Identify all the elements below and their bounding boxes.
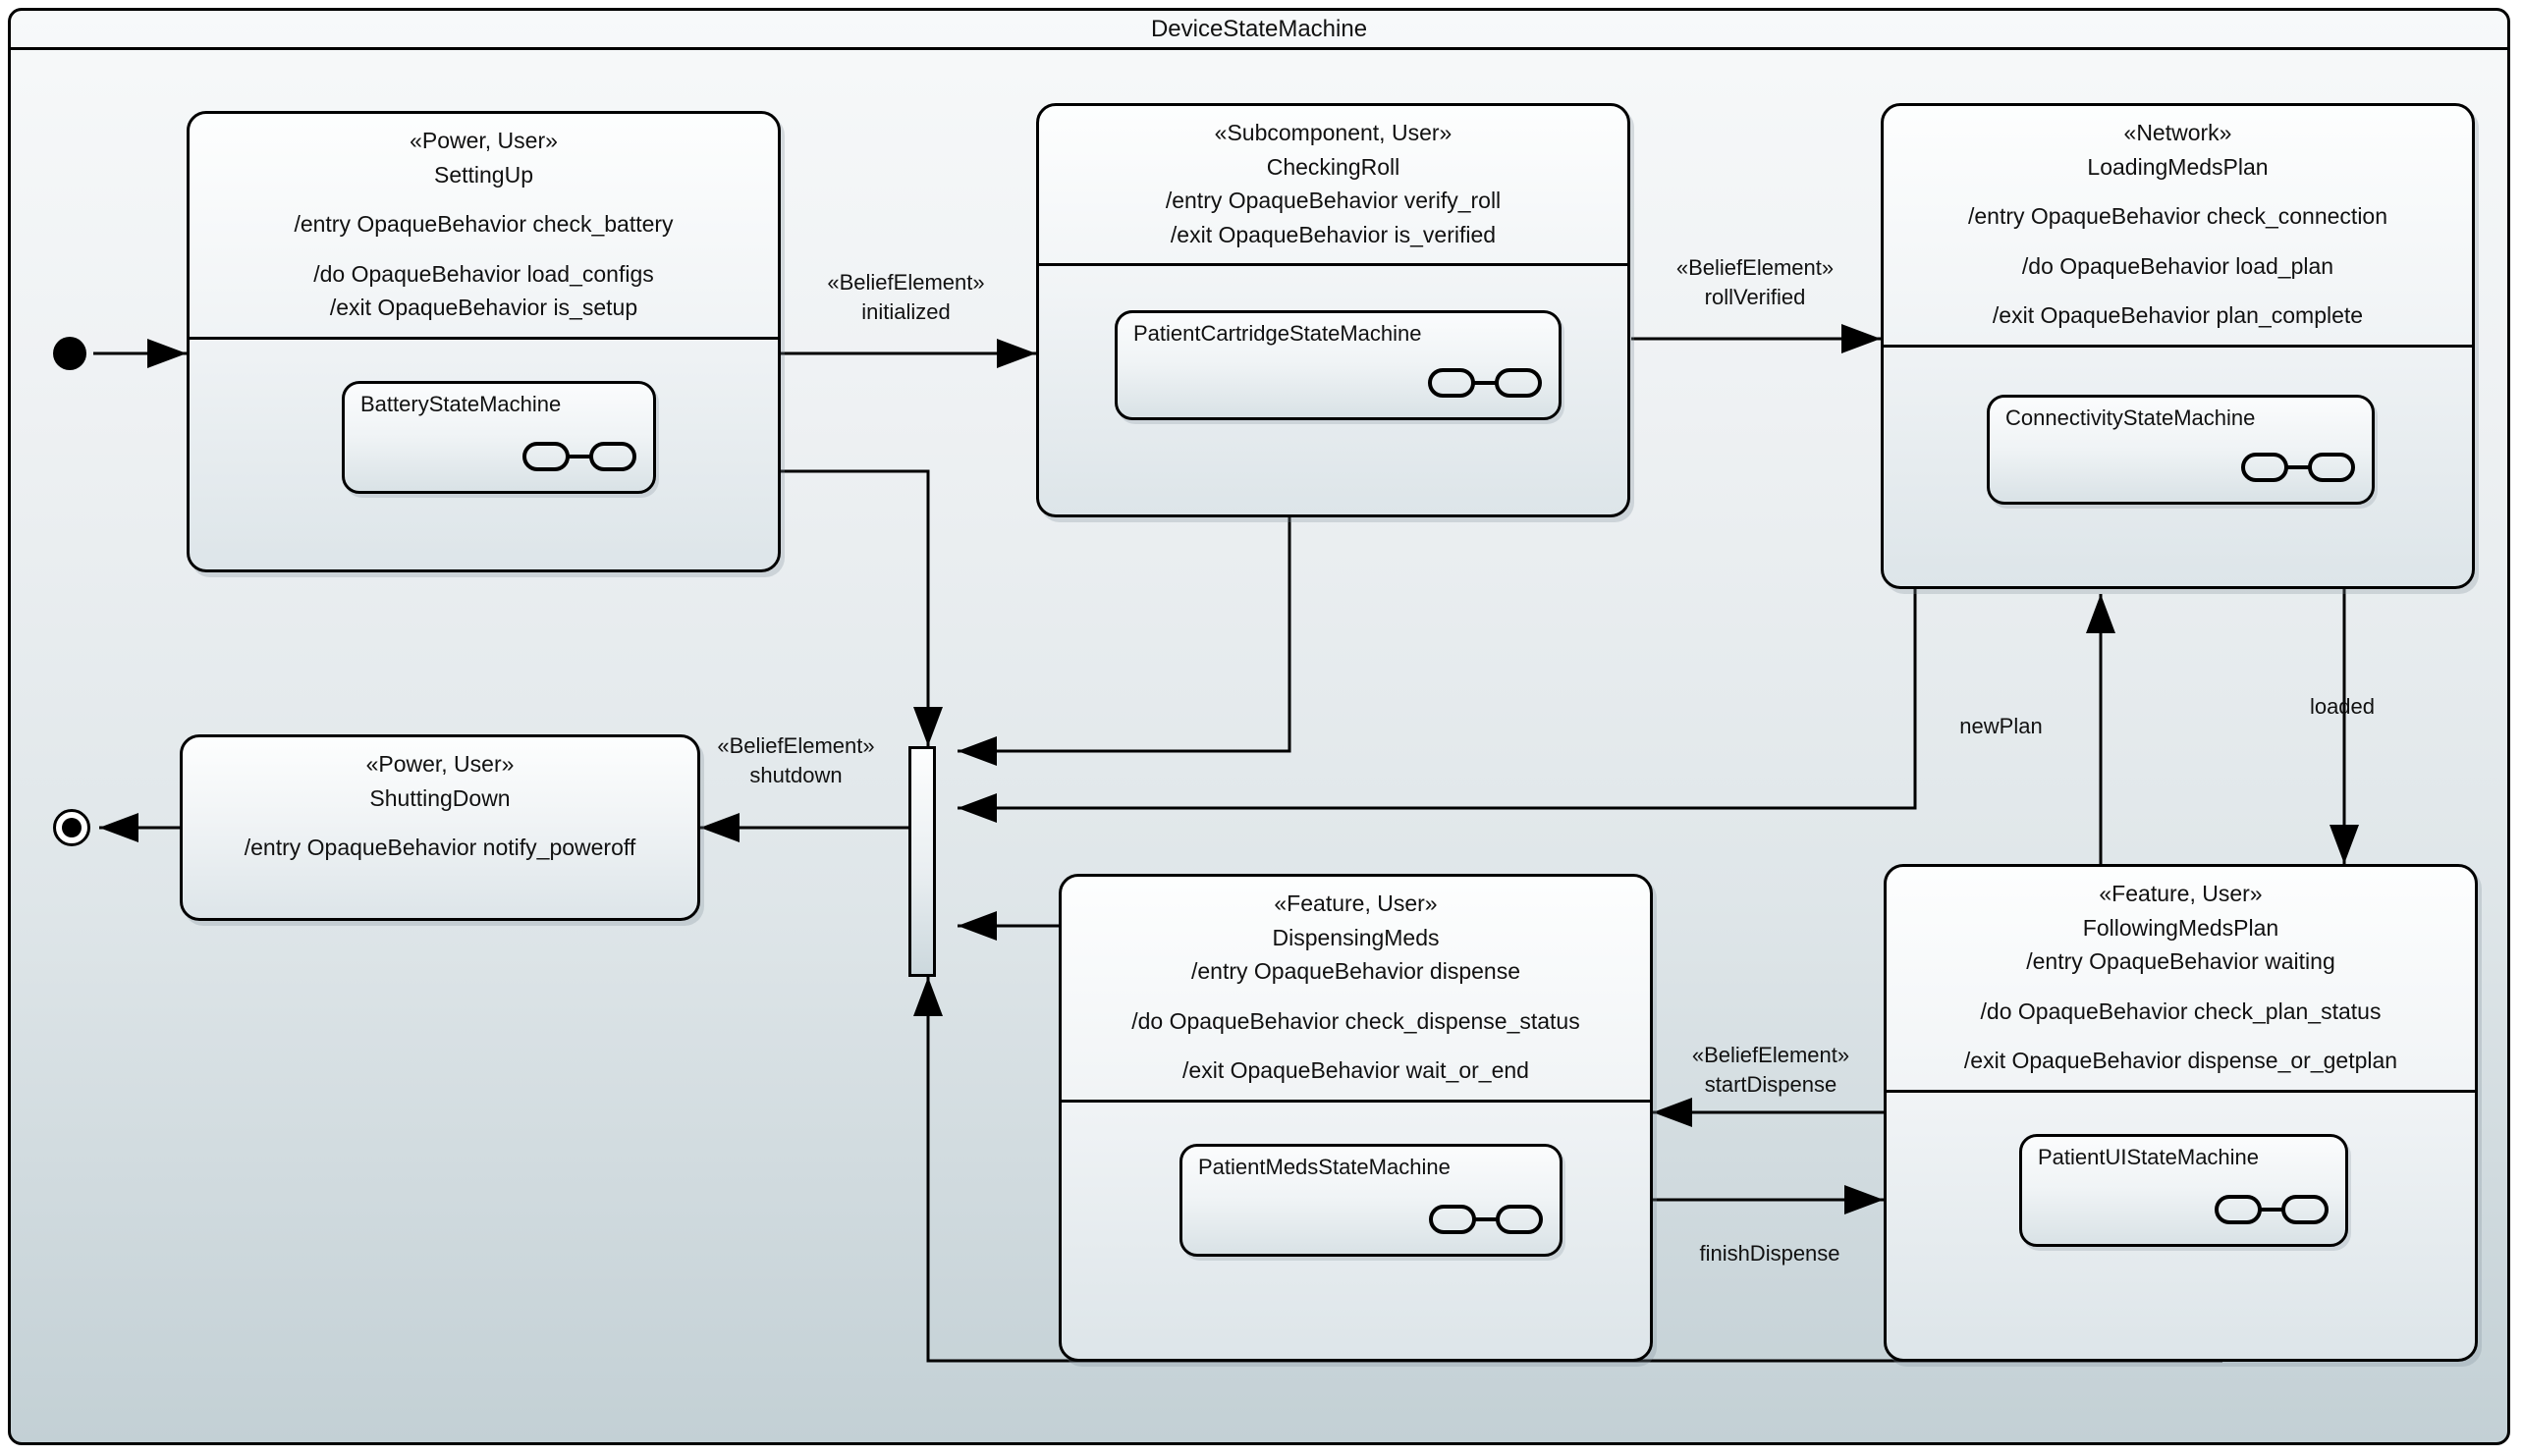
submachine-batterystatemachine[interactable]: BatteryStateMachine — [342, 380, 656, 494]
state-settingup-region: BatteryStateMachine — [190, 340, 778, 570]
state-checkingroll-entry: /entry OpaqueBehavior verify_roll — [1165, 188, 1502, 213]
transition-shutdown-stereotype: «BeliefElement» — [717, 733, 875, 758]
state-followingmedsplan-region: PatientUIStateMachine — [1887, 1093, 2475, 1360]
state-dispensingmeds-header: «Feature, User» DispensingMeds /entry Op… — [1062, 877, 1650, 1103]
state-checkingroll[interactable]: «Subcomponent, User» CheckingRoll /entry… — [1036, 103, 1630, 517]
transition-label-startdispense: «BeliefElement» startDispense — [1648, 1041, 1893, 1099]
state-dispensingmeds-stereotype: «Feature, User» — [1274, 890, 1438, 916]
state-checkingroll-name: CheckingRoll — [1266, 153, 1400, 180]
submachine-icon — [2215, 1194, 2329, 1224]
state-loadingmedsplan-entry: /entry OpaqueBehavior check_connection — [1967, 203, 2388, 229]
state-dispensingmeds-do: /do OpaqueBehavior check_dispense_status — [1131, 1007, 1580, 1034]
state-loadingmedsplan-stereotype: «Network» — [2123, 120, 2232, 145]
state-shuttingdown-entry: /entry OpaqueBehavior notify_poweroff — [244, 835, 636, 860]
final-state — [53, 809, 90, 846]
state-shuttingdown[interactable]: «Power, User» ShuttingDown /entry Opaque… — [180, 734, 700, 921]
state-settingup[interactable]: «Power, User» SettingUp /entry OpaqueBeh… — [187, 111, 781, 572]
transition-loaded-event: loaded — [2309, 694, 2376, 719]
transition-initialized-stereotype: «BeliefElement» — [827, 270, 985, 295]
state-followingmedsplan-header: «Feature, User» FollowingMedsPlan /entry… — [1887, 867, 2475, 1093]
state-loadingmedsplan-header: «Network» LoadingMedsPlan /entry OpaqueB… — [1884, 106, 2472, 348]
state-followingmedsplan-entry: /entry OpaqueBehavior waiting — [2026, 948, 2335, 974]
transition-newplan-event: newPlan — [1959, 714, 2043, 738]
initial-state — [53, 337, 86, 370]
submachine-connectivitystatemachine-label: ConnectivityStateMachine — [2005, 404, 2256, 430]
state-dispensingmeds[interactable]: «Feature, User» DispensingMeds /entry Op… — [1059, 874, 1653, 1362]
state-settingup-entry: /entry OpaqueBehavior check_battery — [294, 211, 674, 237]
state-checkingroll-stereotype: «Subcomponent, User» — [1214, 120, 1453, 145]
state-dispensingmeds-entry: /entry OpaqueBehavior dispense — [1191, 958, 1520, 984]
state-loadingmedsplan-exit: /exit OpaqueBehavior plan_complete — [1992, 302, 2364, 328]
submachine-batterystatemachine-label: BatteryStateMachine — [360, 391, 562, 416]
state-checkingroll-region: PatientCartridgeStateMachine — [1039, 266, 1627, 514]
transition-startdispense-event: startDispense — [1704, 1071, 1837, 1097]
transition-initialized-event: initialized — [861, 298, 951, 324]
transition-label-initialized: «BeliefElement» initialized — [786, 268, 1026, 326]
submachine-patientmedsstatemachine-label: PatientMedsStateMachine — [1198, 1154, 1451, 1179]
submachine-patientuistatemachine-label: PatientUIStateMachine — [2038, 1144, 2260, 1169]
state-followingmedsplan-stereotype: «Feature, User» — [2099, 881, 2263, 906]
state-shuttingdown-name: ShuttingDown — [369, 784, 511, 811]
state-checkingroll-header: «Subcomponent, User» CheckingRoll /entry… — [1039, 106, 1627, 266]
state-loadingmedsplan-do: /do OpaqueBehavior load_plan — [2021, 252, 2334, 279]
state-followingmedsplan-do: /do OpaqueBehavior check_plan_status — [1980, 998, 2382, 1024]
submachine-icon — [2241, 452, 2355, 482]
state-shuttingdown-header: «Power, User» ShuttingDown /entry Opaque… — [183, 737, 697, 877]
statemachine-title-bar: DeviceStateMachine — [11, 11, 2507, 50]
join-bar — [908, 746, 936, 977]
state-shuttingdown-stereotype: «Power, User» — [365, 751, 515, 777]
submachine-connectivitystatemachine[interactable]: ConnectivityStateMachine — [1987, 394, 2375, 505]
transition-rollverified-stereotype: «BeliefElement» — [1675, 255, 1835, 280]
state-followingmedsplan-name: FollowingMedsPlan — [2082, 914, 2279, 941]
state-settingup-header: «Power, User» SettingUp /entry OpaqueBeh… — [190, 114, 778, 340]
state-loadingmedsplan[interactable]: «Network» LoadingMedsPlan /entry OpaqueB… — [1881, 103, 2475, 589]
state-dispensingmeds-exit: /exit OpaqueBehavior wait_or_end — [1182, 1057, 1529, 1083]
submachine-icon — [1428, 368, 1542, 398]
page-title: DeviceStateMachine — [1150, 15, 1368, 42]
submachine-patientcartridgestatemachine[interactable]: PatientCartridgeStateMachine — [1115, 310, 1562, 420]
submachine-patientcartridgestatemachine-label: PatientCartridgeStateMachine — [1133, 321, 1422, 346]
state-checkingroll-exit: /exit OpaqueBehavior is_verified — [1170, 221, 1497, 247]
state-dispensingmeds-region: PatientMedsStateMachine — [1062, 1103, 1650, 1360]
submachine-icon — [522, 441, 636, 471]
state-settingup-exit: /exit OpaqueBehavior is_setup — [329, 295, 638, 320]
transition-label-finishdispense: finishDispense — [1642, 1239, 1897, 1268]
submachine-patientmedsstatemachine[interactable]: PatientMedsStateMachine — [1179, 1143, 1563, 1257]
state-settingup-name: SettingUp — [433, 161, 533, 188]
transition-label-newplan: newPlan — [1920, 712, 2082, 741]
state-dispensingmeds-name: DispensingMeds — [1272, 924, 1440, 950]
transition-startdispense-stereotype: «BeliefElement» — [1691, 1043, 1850, 1067]
transition-label-loaded: loaded — [2269, 692, 2416, 722]
transition-label-rollverified: «BeliefElement» rollVerified — [1632, 253, 1878, 311]
transition-shutdown-event: shutdown — [749, 762, 843, 787]
state-settingup-stereotype: «Power, User» — [410, 128, 558, 153]
transition-label-shutdown: «BeliefElement» shutdown — [685, 731, 906, 789]
transition-finishdispense-event: finishDispense — [1699, 1241, 1840, 1266]
submachine-patientuistatemachine[interactable]: PatientUIStateMachine — [2019, 1133, 2348, 1247]
state-followingmedsplan[interactable]: «Feature, User» FollowingMedsPlan /entry… — [1884, 864, 2478, 1362]
state-settingup-do: /do OpaqueBehavior load_configs — [313, 260, 654, 287]
transition-rollverified-event: rollVerified — [1704, 284, 1806, 309]
submachine-icon — [1429, 1204, 1543, 1234]
state-followingmedsplan-exit: /exit OpaqueBehavior dispense_or_getplan — [1963, 1048, 2398, 1073]
state-loadingmedsplan-name: LoadingMedsPlan — [2087, 153, 2269, 180]
state-loadingmedsplan-region: ConnectivityStateMachine — [1884, 348, 2472, 587]
